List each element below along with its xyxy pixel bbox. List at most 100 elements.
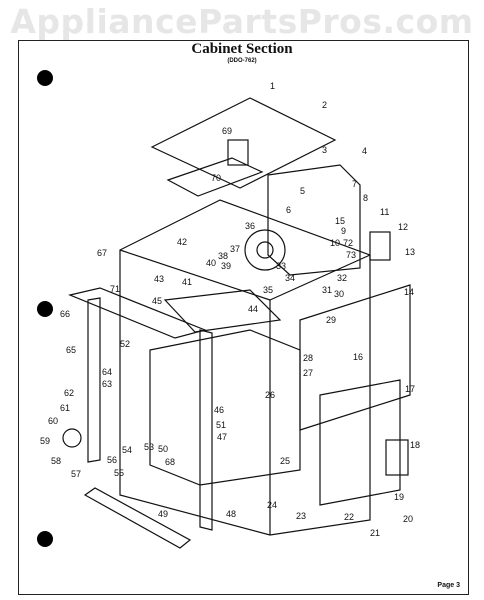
- part-callout-3: 3: [322, 145, 327, 155]
- part-callout-19: 19: [394, 492, 404, 502]
- part-callout-69: 69: [222, 126, 232, 136]
- oven-cavity: [149, 329, 301, 486]
- part-callout-10: 10: [330, 238, 340, 248]
- part-callout-26: 26: [265, 390, 275, 400]
- binder-hole-top: [37, 70, 53, 86]
- part-callout-13: 13: [405, 247, 415, 257]
- part-callout-39: 39: [221, 261, 231, 271]
- part-callout-18: 18: [410, 440, 420, 450]
- part-callout-41: 41: [182, 277, 192, 287]
- lower-side-panel: [319, 379, 401, 506]
- part-callout-25: 25: [280, 456, 290, 466]
- terminal-block-69: [227, 139, 249, 166]
- part-callout-14: 14: [404, 287, 414, 297]
- part-callout-34: 34: [285, 273, 295, 283]
- part-callout-12: 12: [398, 222, 408, 232]
- part-callout-45: 45: [152, 296, 162, 306]
- top-panel: [150, 97, 337, 189]
- part-callout-35: 35: [263, 285, 273, 295]
- part-callout-64: 64: [102, 367, 112, 377]
- part-callout-31: 31: [322, 285, 332, 295]
- page-number: Page 3: [437, 582, 460, 589]
- part-callout-57: 57: [71, 469, 81, 479]
- part-callout-52: 52: [120, 339, 130, 349]
- diagram-frame: [18, 40, 469, 595]
- part-callout-28: 28: [303, 353, 313, 363]
- part-callout-73: 73: [346, 250, 356, 260]
- cabinet-drawing: [62, 97, 411, 549]
- part-callout-55: 55: [114, 468, 124, 478]
- part-callout-62: 62: [64, 388, 74, 398]
- part-callout-70: 70: [211, 173, 221, 183]
- part-callout-11: 11: [380, 207, 389, 217]
- part-callout-36: 36: [245, 221, 255, 231]
- part-callout-20: 20: [403, 514, 413, 524]
- part-callout-1: 1: [270, 81, 275, 91]
- part-callout-54: 54: [122, 445, 132, 455]
- control-panel: [267, 164, 361, 276]
- part-callout-6: 6: [286, 205, 291, 215]
- part-callout-44: 44: [248, 304, 258, 314]
- part-callout-43: 43: [154, 274, 164, 284]
- part-callout-71: 71: [110, 284, 120, 294]
- cover-18: [385, 439, 409, 476]
- part-callout-46: 46: [214, 405, 224, 415]
- part-callout-48: 48: [226, 509, 236, 519]
- control-knob: [62, 428, 82, 448]
- part-callout-56: 56: [107, 455, 117, 465]
- part-callout-7: 7: [352, 179, 357, 189]
- part-callout-2: 2: [322, 100, 327, 110]
- watermark: AppliancePartsPros.com: [10, 2, 474, 41]
- part-callout-65: 65: [66, 345, 76, 355]
- part-callout-60: 60: [48, 416, 58, 426]
- front-frame-right: [199, 329, 213, 531]
- part-callout-68: 68: [165, 457, 175, 467]
- top-insulation: [166, 157, 264, 197]
- part-callout-23: 23: [296, 511, 306, 521]
- part-callout-32: 32: [337, 273, 347, 283]
- part-callout-17: 17: [405, 384, 415, 394]
- part-callout-67: 67: [97, 248, 107, 258]
- part-callout-8: 8: [363, 193, 368, 203]
- model-subtitle: (DDO-762): [227, 58, 257, 64]
- part-callout-50: 50: [158, 444, 168, 454]
- part-callout-37: 37: [230, 244, 240, 254]
- part-callout-15: 15: [335, 216, 345, 226]
- cabinet-top-edge: [119, 249, 271, 301]
- part-callout-30: 30: [334, 289, 344, 299]
- part-callout-66: 66: [60, 309, 70, 319]
- binder-hole-bottom: [37, 531, 53, 547]
- part-callout-38: 38: [218, 251, 228, 261]
- blower-hub: [256, 241, 274, 259]
- part-callout-47: 47: [217, 432, 227, 442]
- part-callout-49: 49: [158, 509, 168, 519]
- part-callout-5: 5: [300, 186, 305, 196]
- cabinet-outline: [119, 199, 371, 536]
- part-callout-21: 21: [370, 528, 380, 538]
- part-callout-63: 63: [102, 379, 112, 389]
- bottom-trim: [83, 487, 192, 549]
- part-callout-27: 27: [303, 368, 313, 378]
- part-callout-72: 72: [343, 238, 353, 248]
- part-callout-40: 40: [206, 258, 216, 268]
- part-callout-58: 58: [51, 456, 61, 466]
- part-callout-29: 29: [326, 315, 336, 325]
- part-callout-22: 22: [344, 512, 354, 522]
- part-callout-16: 16: [353, 352, 363, 362]
- part-callout-24: 24: [267, 500, 277, 510]
- cabinet-right-edge: [269, 254, 371, 301]
- front-frame-left: [87, 297, 101, 463]
- part-callout-9: 9: [341, 226, 346, 236]
- part-callout-59: 59: [40, 436, 50, 446]
- page-title: Cabinet Section: [191, 41, 293, 57]
- part-callout-4: 4: [362, 146, 367, 156]
- part-callout-33: 33: [276, 261, 286, 271]
- bracket-12: [369, 231, 391, 261]
- cavity-top: [163, 289, 282, 333]
- blower-wheel: [244, 229, 286, 271]
- part-callout-61: 61: [60, 403, 70, 413]
- part-callout-42: 42: [177, 237, 187, 247]
- part-callout-53: 53: [144, 442, 154, 452]
